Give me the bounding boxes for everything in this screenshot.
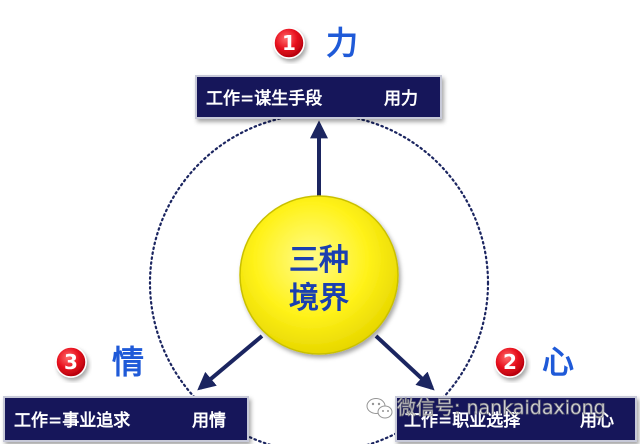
center-node: 三种 境界 [239,195,399,355]
center-label-line1: 三种 [289,243,349,278]
watermark-text: 微信号: nankaidaxiong [397,397,606,419]
badge-2-number: 2 [503,350,517,374]
left-box-suffix: 用情 [192,410,226,431]
badge-2 [494,346,526,378]
badge-3 [55,346,87,378]
top-box [195,75,442,119]
right-box-suffix: 用心 [580,411,614,431]
right-box-text: 工作=职业选择 [404,410,521,431]
watermark: 微信号: nankaidaxiong [366,397,606,419]
badge-3-number: 3 [64,350,78,374]
badge-1-number: 1 [282,31,296,55]
center-label-line2: 境界 [289,281,349,316]
right-node: 2 心 工作=职业选择 用心 [395,343,637,442]
arrow-to-right [374,334,435,391]
left-box-text: 工作=事业追求 [14,410,130,431]
arrow-to-left [197,334,264,391]
left-box [3,396,249,442]
top-box-suffix: 用力 [384,88,418,109]
left-label: 情 [112,343,144,381]
top-box-text: 工作=谋生手段 [206,88,322,109]
right-box [395,396,637,442]
left-node: 3 情 工作=事业追求 用情 [3,343,249,442]
badge-1 [273,27,305,59]
wechat-icon [366,398,393,419]
right-label: 心 [542,343,574,381]
top-node: 1 力 工作=谋生手段 用力 [195,24,442,119]
top-label: 力 [326,24,358,62]
